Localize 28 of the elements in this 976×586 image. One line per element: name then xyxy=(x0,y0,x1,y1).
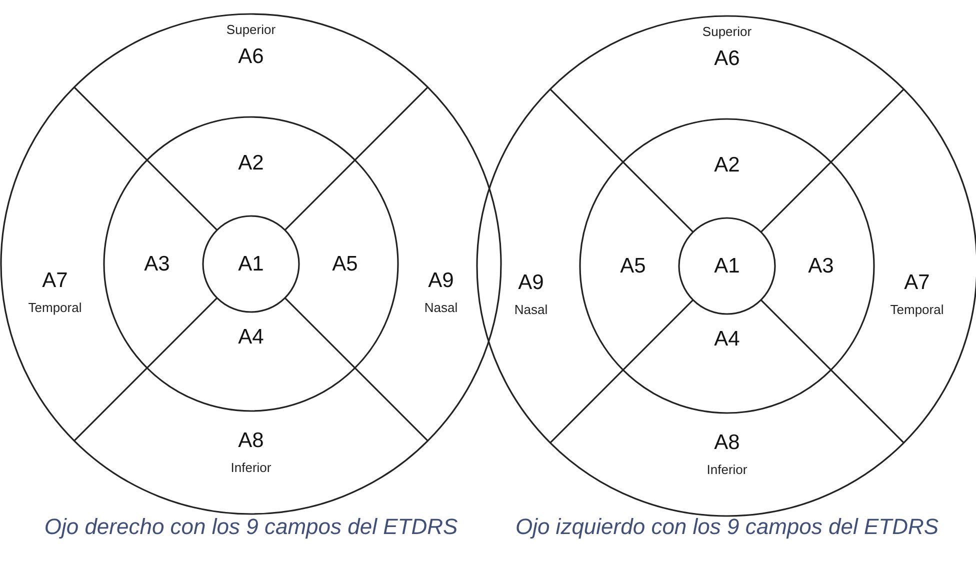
sector-code: A4 xyxy=(714,328,740,350)
sector-name: Inferior xyxy=(706,463,748,476)
sector-code: A5 xyxy=(620,256,646,276)
sector-code: A6 xyxy=(714,48,740,69)
sector-code: A1 xyxy=(714,256,740,276)
sector-code: A3 xyxy=(144,254,170,274)
sector-name: Superior xyxy=(702,25,752,38)
sector-code: A8 xyxy=(238,430,264,451)
sector-code: A8 xyxy=(714,432,740,453)
sector-name: Temporal xyxy=(890,303,944,316)
sector-code: A2 xyxy=(238,152,264,174)
sector-code: A7 xyxy=(904,272,930,293)
caption: Ojo izquierdo con los 9 campos del ETDRS xyxy=(514,513,940,541)
sector-code: A6 xyxy=(238,46,264,67)
sector-name: Temporal xyxy=(28,301,82,314)
sector-code: A7 xyxy=(42,270,68,291)
sector-code: A9 xyxy=(518,272,544,293)
sector-name: Superior xyxy=(226,23,276,36)
sector-code: A2 xyxy=(714,154,740,176)
sector-code: A4 xyxy=(238,326,264,348)
sector-code: A5 xyxy=(332,254,358,274)
caption: Ojo derecho con los 9 campos del ETDRS xyxy=(43,513,459,541)
sector-name: Nasal xyxy=(514,303,548,316)
sector-name: Nasal xyxy=(424,301,458,314)
sector-code: A3 xyxy=(808,256,834,276)
sector-name: Inferior xyxy=(230,461,272,474)
sector-code: A9 xyxy=(428,270,454,291)
sector-code: A1 xyxy=(238,254,264,274)
